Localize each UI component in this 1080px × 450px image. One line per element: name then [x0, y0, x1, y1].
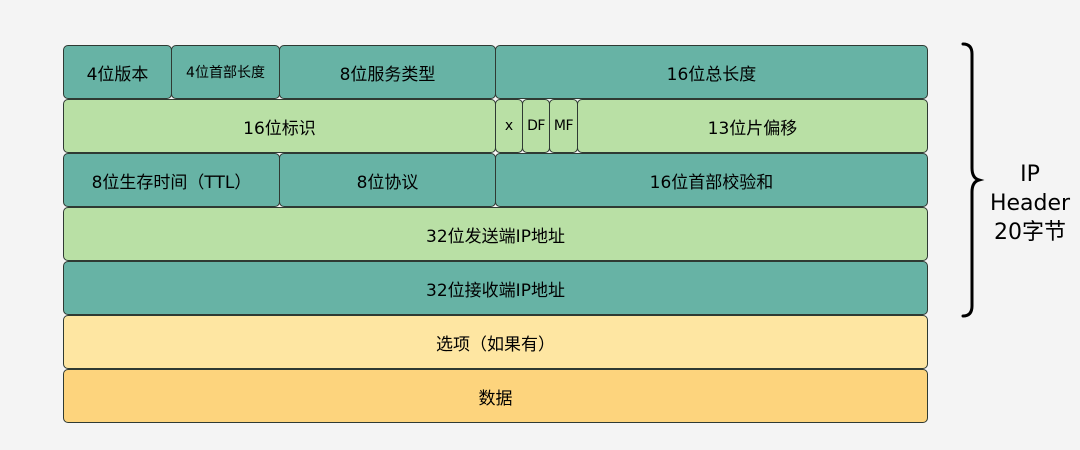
ip-header-size-label: IP Header 20字节 [980, 160, 1080, 247]
brace-label-line-2: Header [989, 191, 1071, 216]
field-protocol: 8位协议 [279, 153, 496, 207]
field-options: 选项（如果有） [63, 315, 928, 369]
brace-label-line-3: 20字节 [994, 220, 1066, 245]
field-version: 4位版本 [63, 45, 172, 99]
field-ttl: 8位生存时间（TTL） [63, 153, 280, 207]
field-flag-reserved: x [495, 99, 523, 153]
right-brace-icon [961, 42, 985, 318]
field-flag-df: DF [522, 99, 550, 153]
field-identification: 16位标识 [63, 99, 496, 153]
field-fragment-offset: 13位片偏移 [577, 99, 928, 153]
field-data: 数据 [63, 369, 928, 423]
field-header-checksum: 16位首部校验和 [495, 153, 928, 207]
field-flag-mf: MF [549, 99, 578, 153]
brace-label-line-1: IP [1020, 162, 1040, 187]
field-destination-ip: 32位接收端IP地址 [63, 261, 928, 315]
field-type-of-service: 8位服务类型 [279, 45, 496, 99]
field-source-ip: 32位发送端IP地址 [63, 207, 928, 261]
field-header-length: 4位首部长度 [171, 45, 280, 99]
field-total-length: 16位总长度 [495, 45, 928, 99]
